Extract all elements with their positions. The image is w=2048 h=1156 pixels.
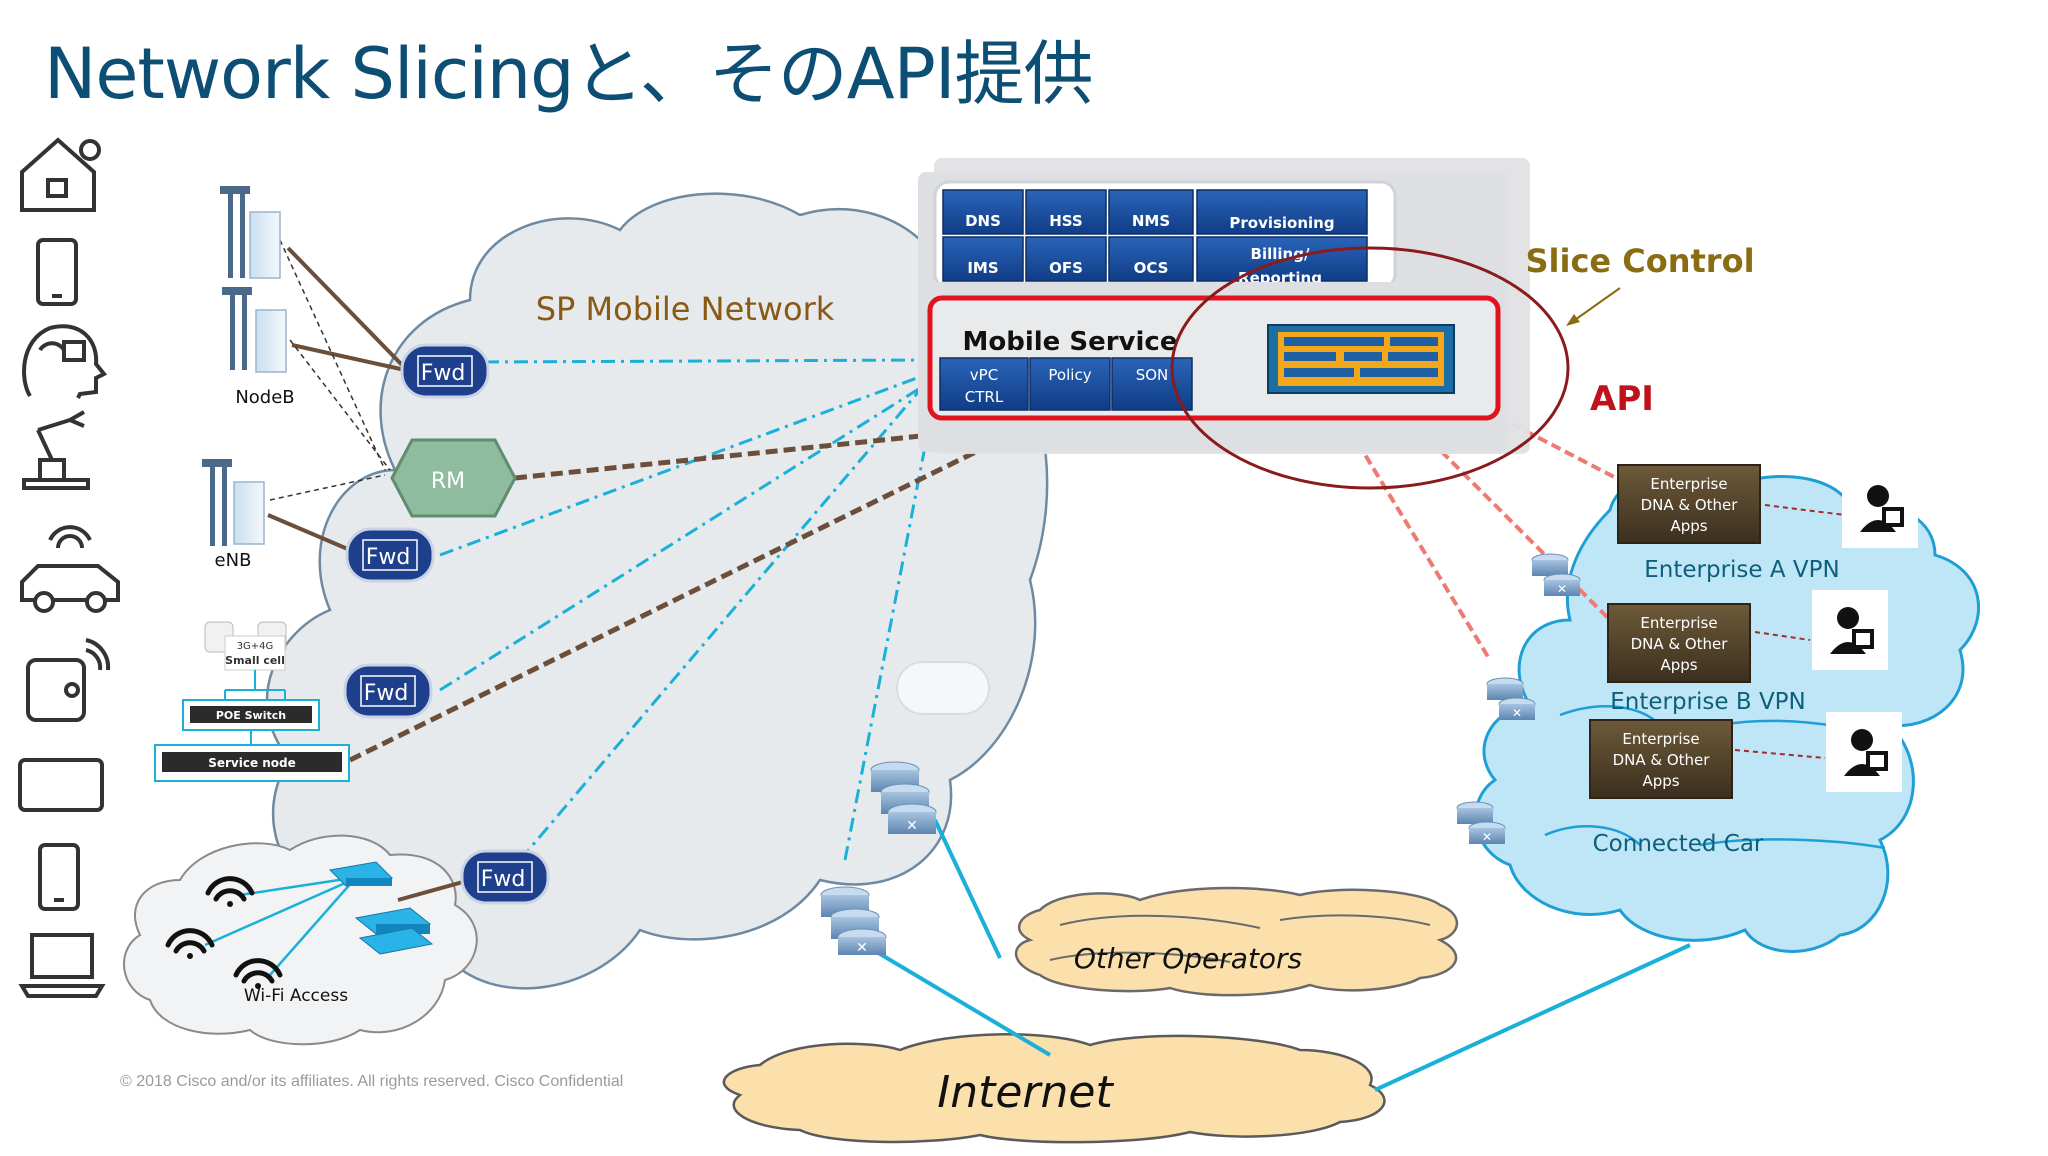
phone-icon — [38, 843, 80, 911]
svg-text:RM: RM — [431, 469, 465, 494]
fwd-node-3: Fwd — [343, 663, 433, 719]
other-operators-label: Other Operators — [1074, 942, 1302, 975]
core-functions: DNS HSS NMS Provisioning IMS OFS OCS Bil… — [942, 189, 1368, 287]
mobile-service-title: Mobile Service — [963, 327, 1178, 357]
svg-text:Fwd: Fwd — [366, 545, 411, 570]
enterprise-a-vpn-label: Enterprise A VPN — [1644, 557, 1839, 583]
svg-text:Enterprise: Enterprise — [1640, 614, 1717, 632]
ofs-label: OFS — [1049, 259, 1083, 277]
head-icon — [22, 324, 108, 399]
nms-label: NMS — [1132, 212, 1170, 230]
sp-mobile-network-label: SP Mobile Network — [536, 290, 835, 328]
policy-label: Policy — [1048, 366, 1091, 384]
api-ellipse — [1170, 246, 1570, 490]
laptop-icon — [18, 933, 106, 998]
svg-text:Service node: Service node — [208, 756, 296, 770]
svg-text:Apps: Apps — [1670, 517, 1707, 535]
nodeb-label: NodeB — [235, 387, 294, 408]
svg-text:Fwd: Fwd — [481, 867, 526, 892]
robot-arm-icon — [22, 410, 90, 490]
connected-car-apps-box: Enterprise DNA & Other Apps — [1589, 719, 1733, 799]
svg-text:Apps: Apps — [1642, 772, 1679, 790]
enb-label: eNB — [215, 550, 252, 571]
small-cell-stack: 3G+4G Small cell POE Switch Service node — [154, 621, 350, 782]
copyright-footer: © 2018 Cisco and/or its affiliates. All … — [120, 1073, 624, 1090]
mobile-service-functions: vPC CTRL Policy SON — [939, 357, 1193, 411]
svg-text:✕: ✕ — [1557, 582, 1567, 596]
fwd-node-1: Fwd — [400, 343, 490, 399]
router-stack-1: ✕ — [870, 761, 937, 834]
rm-node: RM — [390, 438, 517, 518]
cloud-divider-lines — [1544, 705, 1886, 850]
wearable-icon — [26, 638, 111, 722]
router-stack-2: ✕ — [820, 886, 887, 956]
svg-text:✕: ✕ — [906, 818, 918, 834]
fwd-node-4: Fwd — [460, 849, 550, 905]
user-computer-icon-a — [1842, 468, 1918, 548]
svg-text:Apps: Apps — [1660, 656, 1697, 674]
slice-control-pointer — [1571, 287, 1621, 323]
user-computer-icon-c — [1826, 712, 1902, 792]
ocs-label: OCS — [1134, 259, 1169, 277]
slice-control-chip — [1267, 324, 1455, 394]
svg-text:3G+4G: 3G+4G — [237, 641, 274, 652]
nodeb-tower-1 — [220, 186, 281, 279]
user-computer-icon-b — [1812, 590, 1888, 670]
router-enterprise-1: ✕ — [1531, 553, 1581, 596]
api-label: API — [1590, 379, 1654, 419]
connected-car-icon — [20, 525, 120, 613]
connected-car-label: Connected Car — [1593, 831, 1764, 857]
house-icon — [20, 137, 101, 212]
vpc-label-line2: CTRL — [965, 388, 1004, 406]
svg-text:DNA & Other: DNA & Other — [1613, 751, 1711, 769]
vpc-label-line1: vPC — [970, 366, 998, 384]
enb-tower — [202, 459, 265, 546]
wifi-access-label: Wi-Fi Access — [244, 986, 348, 1006]
svg-text:Enterprise: Enterprise — [1622, 730, 1699, 748]
router-enterprise-2: ✕ — [1486, 677, 1536, 720]
nodeb-tower-2 — [222, 287, 287, 373]
tablet-icon — [18, 758, 104, 812]
svg-text:DNA & Other: DNA & Other — [1641, 496, 1739, 514]
svg-text:✕: ✕ — [856, 940, 868, 956]
hss-label: HSS — [1049, 212, 1083, 230]
slice-control-label: Slice Control — [1525, 242, 1754, 280]
internet-label: Internet — [937, 1067, 1114, 1118]
provisioning-label: Provisioning — [1229, 214, 1334, 232]
ims-label: IMS — [967, 259, 998, 277]
svg-text:Fwd: Fwd — [421, 361, 466, 386]
enterprise-b-apps-box: Enterprise DNA & Other Apps — [1607, 603, 1751, 683]
smartphone-icon — [36, 238, 78, 306]
svg-text:POE Switch: POE Switch — [216, 709, 286, 722]
enterprise-b-vpn-label: Enterprise B VPN — [1610, 689, 1806, 715]
dns-label: DNS — [965, 212, 1001, 230]
router-enterprise-3: ✕ — [1456, 801, 1506, 844]
enterprise-a-apps-box: Enterprise DNA & Other Apps — [1617, 464, 1761, 544]
wifi-switches — [328, 861, 434, 955]
svg-text:DNA & Other: DNA & Other — [1631, 635, 1729, 653]
page-title: Network Slicingと、そのAPI提供 — [44, 33, 1094, 115]
billing-label-line1: Billing/ — [1251, 245, 1310, 263]
svg-text:✕: ✕ — [1482, 830, 1492, 844]
svg-text:Enterprise: Enterprise — [1650, 475, 1727, 493]
fwd-node-2: Fwd — [345, 527, 435, 583]
son-label: SON — [1136, 366, 1169, 384]
svg-text:✕: ✕ — [1512, 706, 1522, 720]
svg-text:Small cell: Small cell — [225, 654, 285, 667]
svg-text:Fwd: Fwd — [364, 681, 409, 706]
wifi-access-points — [165, 876, 283, 989]
